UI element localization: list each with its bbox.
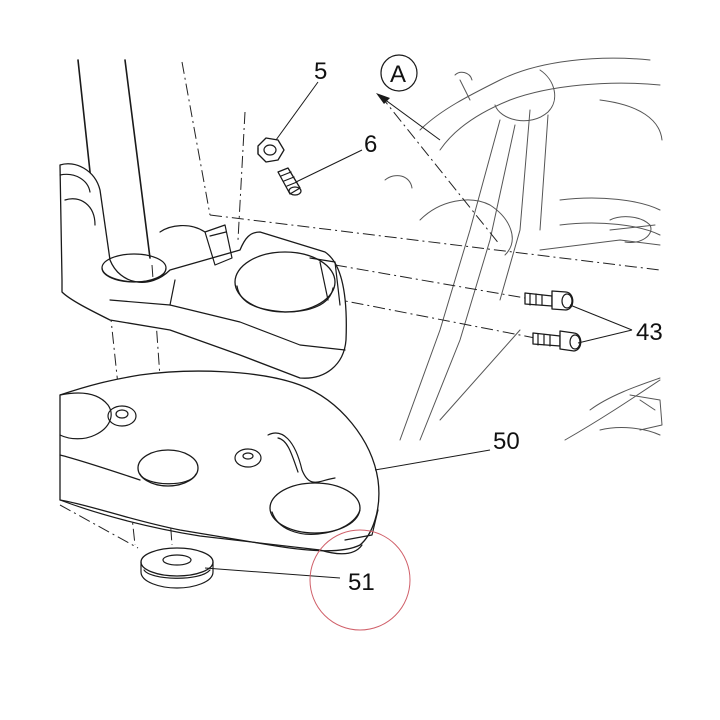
callout-43: 43 [636,319,663,346]
upper-triple-clamp [59,163,347,379]
callout-5: 5 [314,58,327,85]
bolt-upper [524,290,574,311]
lower-bracket [59,370,380,555]
callout-a: A [390,61,406,88]
stud [277,167,302,196]
callout-50: 50 [493,428,520,455]
leader-lines [204,81,633,579]
highlight-circle [309,529,411,631]
callout-6: 6 [364,131,377,158]
nut [257,137,285,163]
view-arrow-a [376,54,441,141]
grommet [140,547,214,589]
callout-51: 51 [348,569,375,596]
frame-tubes [384,57,663,441]
bolt-lower [532,330,582,352]
